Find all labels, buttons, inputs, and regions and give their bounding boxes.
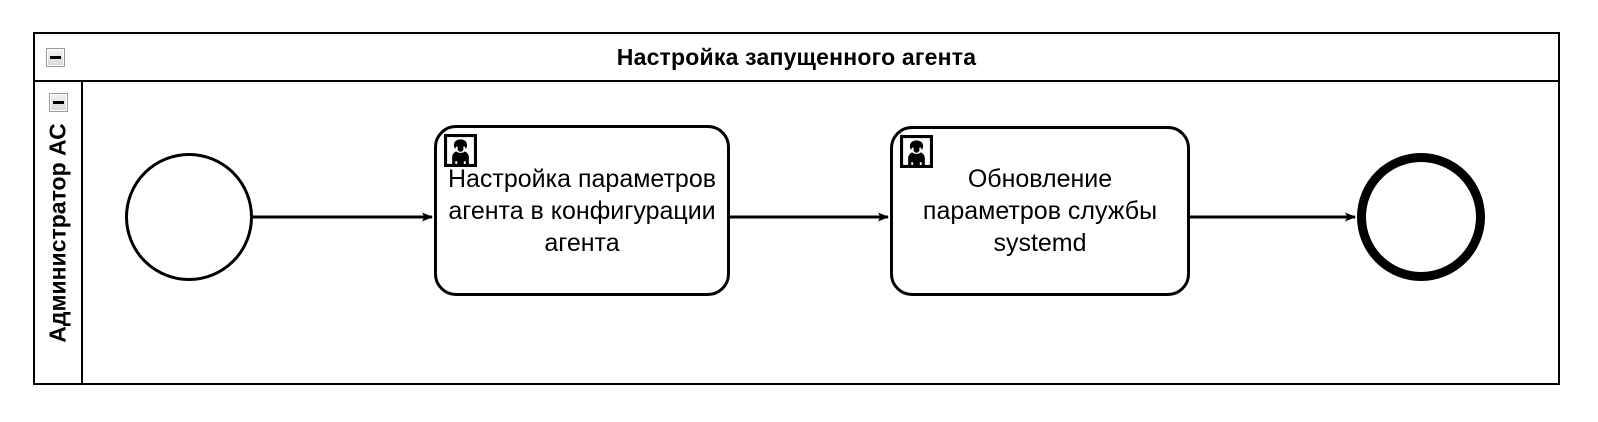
- bpmn-pool: Настройка запущенного агента Администрат…: [33, 32, 1560, 385]
- lane-header: Администратор АС: [35, 82, 83, 383]
- user-task-1[interactable]: Настройка параметров агента в конфигурац…: [434, 125, 730, 296]
- pool-header: Настройка запущенного агента: [35, 34, 1558, 82]
- minus-glyph: [53, 101, 64, 104]
- user-task-icon: [444, 134, 477, 167]
- lane-body: Настройка параметров агента в конфигурац…: [83, 82, 1558, 383]
- pool-collapse-minus-icon[interactable]: [46, 48, 65, 67]
- lane-label: Администратор АС: [44, 122, 71, 343]
- bpmn-lane: Администратор АС: [35, 82, 1558, 383]
- end-event[interactable]: [1357, 153, 1485, 281]
- sequence-flow-layer: [253, 212, 1356, 222]
- minus-glyph: [50, 56, 61, 59]
- lane-collapse-minus-icon[interactable]: [49, 93, 68, 112]
- task-label: Настройка параметров агента в конфигурац…: [447, 164, 717, 257]
- user-task-icon: [900, 135, 933, 168]
- flow-canvas: Настройка параметров агента в конфигурац…: [83, 82, 1558, 383]
- start-event[interactable]: [125, 153, 253, 281]
- task-label: Обновление параметров службы systemd: [922, 165, 1158, 257]
- user-task-2[interactable]: Обновление параметров службы systemd: [890, 126, 1190, 296]
- pool-title: Настройка запущенного агента: [616, 43, 977, 70]
